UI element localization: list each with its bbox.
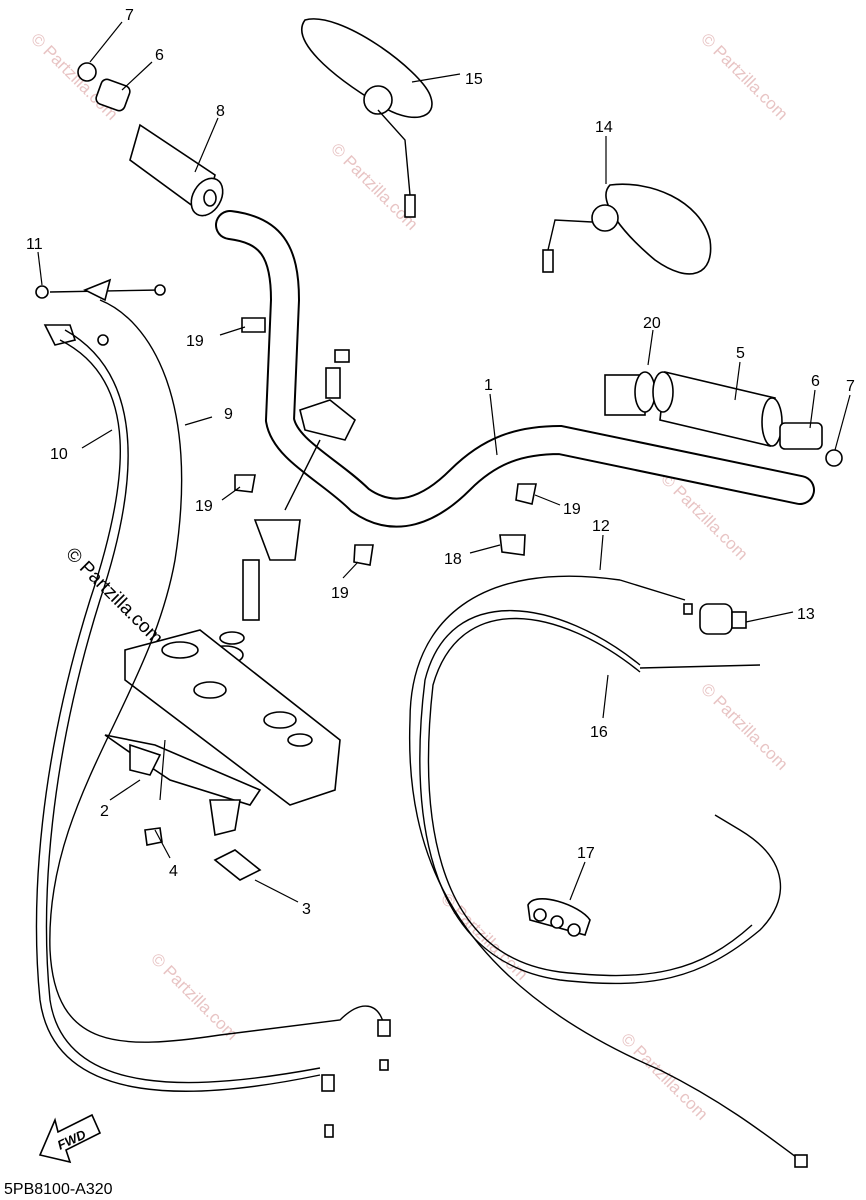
- part-throttle-cables: [35, 299, 391, 1138]
- leader-lines: [37, 21, 851, 903]
- watermark: © Partzilla.com: [147, 949, 241, 1043]
- callout-13: 13: [797, 606, 815, 623]
- part-washer-20: [634, 371, 674, 413]
- callout-6: 6: [155, 47, 164, 64]
- callout-1: 1: [484, 377, 493, 394]
- callout-7: 7: [125, 7, 134, 24]
- part-13-boot: [683, 603, 747, 635]
- callout-19: 19: [186, 333, 204, 350]
- part-cable-guide-2: [104, 734, 262, 881]
- part-mirror-14: [542, 183, 712, 275]
- callout-10: 10: [50, 446, 68, 463]
- callout-5: 5: [736, 345, 745, 362]
- watermark: © Partzilla.com: [617, 1029, 711, 1123]
- watermark-dark: © Partzilla.com: [61, 544, 166, 649]
- watermark: © Partzilla.com: [697, 679, 791, 773]
- callout-7: 7: [846, 378, 855, 395]
- watermark: © Partzilla.com: [697, 29, 791, 123]
- part-17-holder: [527, 897, 591, 937]
- part-clamps: [234, 317, 537, 566]
- callout-3: 3: [302, 901, 311, 918]
- watermark: © Partzilla.com: [27, 29, 121, 123]
- callout-14: 14: [595, 119, 613, 136]
- callouts: 1 2 3 4 5 6 6 7 7 8 9 10 11 12 13 14 15 …: [26, 7, 855, 918]
- part-end-caps: [77, 62, 843, 467]
- callout-11: 11: [26, 236, 43, 253]
- callout-2: 2: [100, 803, 109, 820]
- callout-18: 18: [444, 551, 462, 568]
- callout-6: 6: [811, 373, 820, 390]
- callout-12: 12: [592, 518, 610, 535]
- part-handlebar: [215, 210, 815, 528]
- watermark: © Partzilla.com: [327, 139, 421, 233]
- part-grip-left: [129, 123, 224, 217]
- callout-4: 4: [169, 863, 178, 880]
- part-mirror-15: [301, 18, 433, 218]
- callout-20: 20: [643, 315, 661, 332]
- callout-15: 15: [465, 71, 483, 88]
- part-clutch-cables: [408, 575, 808, 1168]
- callout-19: 19: [331, 585, 349, 602]
- callout-8: 8: [216, 103, 225, 120]
- fwd-arrow-icon: FWD: [38, 1113, 102, 1164]
- callout-17: 17: [577, 845, 595, 862]
- diagram-code: 5PB8100-A320: [4, 1181, 113, 1198]
- callout-19: 19: [195, 498, 213, 515]
- callout-9: 9: [224, 406, 233, 423]
- callout-16: 16: [590, 724, 608, 741]
- callout-19: 19: [563, 501, 581, 518]
- part-upper-bracket: [124, 629, 341, 806]
- part-grip-right: [604, 371, 783, 447]
- part-lever-hardware: [35, 278, 166, 346]
